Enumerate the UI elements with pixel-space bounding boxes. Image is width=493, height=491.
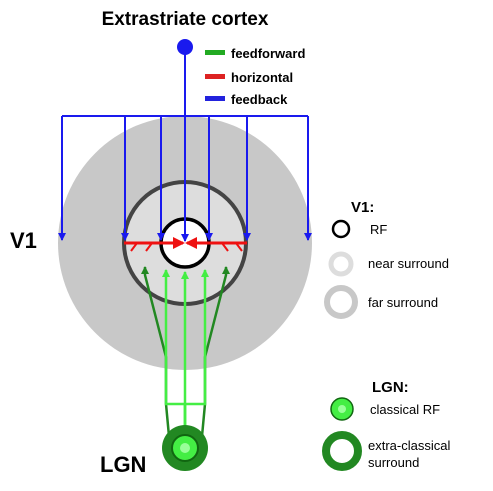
title: Extrastriate cortex bbox=[102, 9, 269, 30]
v1-key-far-surround-icon bbox=[324, 285, 358, 319]
legend-label-horizontal: horizontal bbox=[231, 70, 293, 85]
horizontal-tick bbox=[130, 242, 138, 252]
legend-swatch-horizontal bbox=[205, 74, 225, 79]
feedback-connections bbox=[58, 47, 312, 242]
legend: feedforward horizontal feedback bbox=[205, 46, 305, 107]
extrastriate-node bbox=[177, 39, 193, 55]
horizontal-tick bbox=[221, 242, 229, 252]
lgn-key-classical-rf-center bbox=[338, 405, 346, 413]
v1-label: V1 bbox=[10, 228, 37, 253]
lgn-key-extra-classical-icon bbox=[322, 431, 362, 471]
legend-swatch-feedforward bbox=[205, 50, 225, 55]
lgn-key-classical-rf-label: classical RF bbox=[370, 402, 440, 417]
lgn-key: LGN: classical RF extra-classical surrou… bbox=[322, 379, 450, 471]
horizontal-connections bbox=[124, 237, 247, 252]
v1-key-rf-label: RF bbox=[370, 222, 387, 237]
lgn-key-extra-classical-label-1: extra-classical bbox=[368, 438, 450, 453]
v1-key-heading: V1: bbox=[351, 199, 374, 216]
legend-label-feedforward: feedforward bbox=[231, 46, 305, 61]
v1-key-far-surround-label: far surround bbox=[368, 295, 438, 310]
lgn-center-dot bbox=[180, 443, 190, 453]
lgn-key-extra-classical-label-2: surround bbox=[368, 455, 419, 470]
lgn-key-heading: LGN: bbox=[372, 379, 409, 396]
legend-label-feedback: feedback bbox=[231, 92, 288, 107]
legend-swatch-feedback bbox=[205, 96, 225, 101]
horizontal-tick bbox=[145, 242, 153, 252]
v1-key-rf-icon bbox=[331, 219, 351, 239]
v1-key-near-surround-label: near surround bbox=[368, 256, 449, 271]
lgn-label: LGN bbox=[100, 452, 146, 477]
v1-key-near-surround-icon bbox=[328, 251, 354, 277]
v1-key: V1: RF near surround far surround bbox=[324, 199, 449, 319]
horizontal-tick bbox=[235, 242, 243, 252]
